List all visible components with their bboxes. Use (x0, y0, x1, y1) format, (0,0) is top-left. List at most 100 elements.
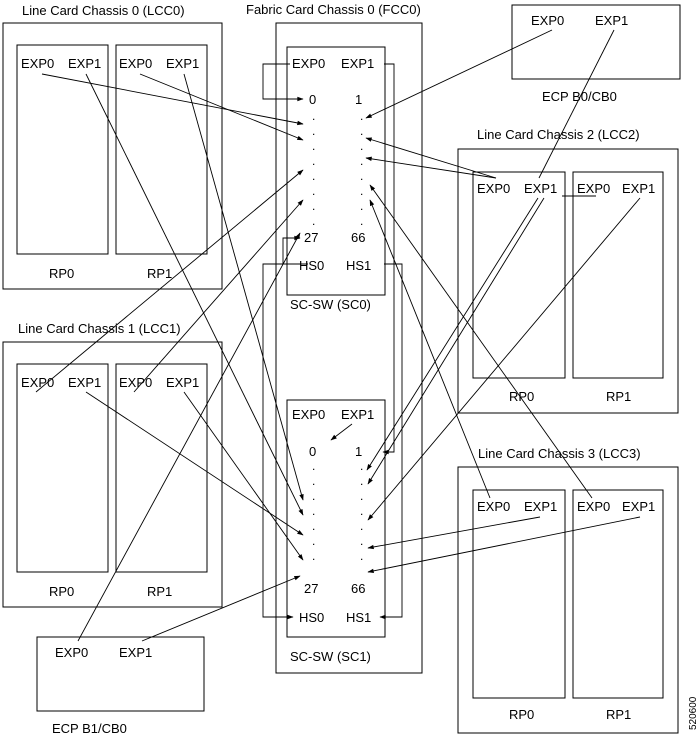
lcc1-rp1-exp0-wire (133, 199, 304, 393)
sc1-port-dots: .. .. .. .. .. .. .. (312, 459, 363, 563)
lcc2-rp0-label: RP0 (509, 389, 534, 404)
fcc0-chassis: Fabric Card Chassis 0 (FCC0) EXP0 EXP1 0… (246, 2, 423, 674)
svg-text:.: . (312, 199, 315, 213)
ecp-b1-exp1-wire (141, 575, 301, 642)
interconnect-wires (35, 29, 641, 642)
sc0-port-27: 27 (304, 230, 318, 245)
svg-text:.: . (360, 489, 363, 503)
sc1-port-66: 66 (351, 581, 365, 596)
sc0-hs1: HS1 (346, 258, 371, 273)
lcc3-rp1-exp1: EXP1 (622, 499, 655, 514)
sc0-port-1: 1 (355, 92, 362, 107)
lcc1-rp0-card (16, 363, 109, 573)
lcc3-rp1-card (572, 489, 664, 699)
svg-text:.: . (312, 459, 315, 473)
ecp-b1: EXP0 EXP1 ECP B1/CB0 (36, 636, 205, 736)
sc0-exp1: EXP1 (341, 56, 374, 71)
figure-id: 520600 (688, 696, 699, 730)
ecp-b0-exp0-wire (365, 29, 553, 119)
lcc3-rp0-exp0-wire (369, 199, 491, 499)
sc1-outline (286, 399, 386, 638)
lcc3-rp0-card (472, 489, 566, 699)
sc0-hs0-to-sc1-hs0-wire (262, 263, 294, 620)
lcc2-title: Line Card Chassis 2 (LCC2) (477, 127, 640, 142)
lcc2-rp1-label: RP1 (606, 389, 631, 404)
lcc3-rp1-label: RP1 (606, 707, 631, 722)
svg-text:.: . (360, 124, 363, 138)
sc0-exp0: EXP0 (292, 56, 325, 71)
lcc3-rp0-exp1-wire (367, 516, 541, 550)
svg-text:.: . (360, 534, 363, 548)
lcc3-title: Line Card Chassis 3 (LCC3) (478, 446, 641, 461)
svg-text:.: . (360, 109, 363, 123)
lcc0-rp1-exp0: EXP0 (119, 56, 152, 71)
lcc2-rp0-exp1: EXP1 (524, 181, 557, 196)
sc0-label: SC-SW (SC0) (290, 297, 371, 312)
lcc3-rp0-label: RP0 (509, 707, 534, 722)
lcc0-rp0-card (16, 44, 109, 255)
svg-text:.: . (360, 184, 363, 198)
lcc1-rp1-exp1-wire (183, 391, 304, 561)
lcc0-rp1-label: RP1 (147, 266, 172, 281)
lcc2-rp0-exp0-top-wire (365, 137, 497, 179)
svg-text:.: . (360, 504, 363, 518)
svg-text:.: . (360, 459, 363, 473)
lcc3-outline (457, 466, 679, 734)
lcc3-rp0-exp1: EXP1 (524, 499, 557, 514)
sc0-exp0-loop-wire (262, 63, 304, 102)
lcc2-outline (457, 148, 679, 414)
lcc0-rp0-exp1: EXP1 (68, 56, 101, 71)
lcc1-rp0-exp0-wire (35, 169, 304, 393)
ecp-b0-label: ECP B0/CB0 (542, 89, 617, 104)
lcc0-rp1-exp1-wire (183, 73, 304, 501)
lcc3-chassis: Line Card Chassis 3 (LCC3) EXP0 EXP1 EXP… (457, 446, 679, 734)
ecp-b1-exp0-wire (77, 232, 301, 642)
fcc0-outline (275, 22, 423, 674)
svg-text:.: . (312, 549, 315, 563)
svg-text:.: . (312, 154, 315, 168)
ecp-b1-exp0: EXP0 (55, 645, 88, 660)
lcc1-rp0-exp1: EXP1 (68, 375, 101, 390)
lcc1-rp1-label: RP1 (147, 584, 172, 599)
lcc2-rp1-card (572, 171, 664, 379)
lcc0-rp1-exp1: EXP1 (166, 56, 199, 71)
lcc1-rp1-exp1: EXP1 (166, 375, 199, 390)
lcc0-rp0-exp0: EXP0 (21, 56, 54, 71)
lcc2-rp0-exp1-alt-wire (366, 197, 539, 471)
lcc2-chassis: Line Card Chassis 2 (LCC2) EXP0 EXP1 EXP… (457, 127, 679, 414)
lcc3-rp1-exp1-wire (367, 516, 641, 574)
lcc0-title: Line Card Chassis 0 (LCC0) (22, 3, 185, 18)
lcc1-outline (2, 341, 223, 608)
svg-text:.: . (312, 489, 315, 503)
svg-text:.: . (312, 214, 315, 228)
sc0-outline (286, 46, 386, 296)
sc0-port-dots: .. .. .. .. .. .. .. .. (312, 109, 363, 228)
lcc2-rp1-exp1: EXP1 (622, 181, 655, 196)
sc0-switch: EXP0 EXP1 0 1 .. .. .. .. .. .. .. .. 27… (286, 46, 386, 312)
lcc0-rp0-exp1-wire (85, 73, 304, 516)
lcc2-rp1-exp0: EXP0 (577, 181, 610, 196)
lcc1-rp0-label: RP0 (49, 584, 74, 599)
sc0-hs0: HS0 (299, 258, 324, 273)
lcc1-title: Line Card Chassis 1 (LCC1) (18, 321, 181, 336)
lcc0-chassis: Line Card Chassis 0 (LCC0) EXP0 EXP1 EXP… (2, 3, 223, 290)
sc1-exp0: EXP0 (292, 407, 325, 422)
ecp-b0: EXP0 EXP1 ECP B0/CB0 (511, 4, 681, 104)
sc0-port-0: 0 (309, 92, 316, 107)
svg-text:.: . (312, 534, 315, 548)
svg-text:.: . (312, 184, 315, 198)
svg-text:.: . (312, 139, 315, 153)
fcc0-title: Fabric Card Chassis 0 (FCC0) (246, 2, 421, 17)
sc1-port-0: 0 (309, 444, 316, 459)
svg-text:.: . (360, 214, 363, 228)
svg-text:.: . (360, 169, 363, 183)
svg-text:.: . (360, 474, 363, 488)
svg-text:.: . (312, 519, 315, 533)
sc0-port-66: 66 (351, 230, 365, 245)
svg-text:.: . (312, 124, 315, 138)
svg-text:.: . (312, 474, 315, 488)
lcc0-outline (2, 22, 223, 290)
lcc3-rp1-exp0: EXP0 (577, 499, 610, 514)
lcc2-rp0-exp1-wire (367, 197, 545, 485)
lcc2-rp0-exp0-wire (365, 156, 497, 179)
